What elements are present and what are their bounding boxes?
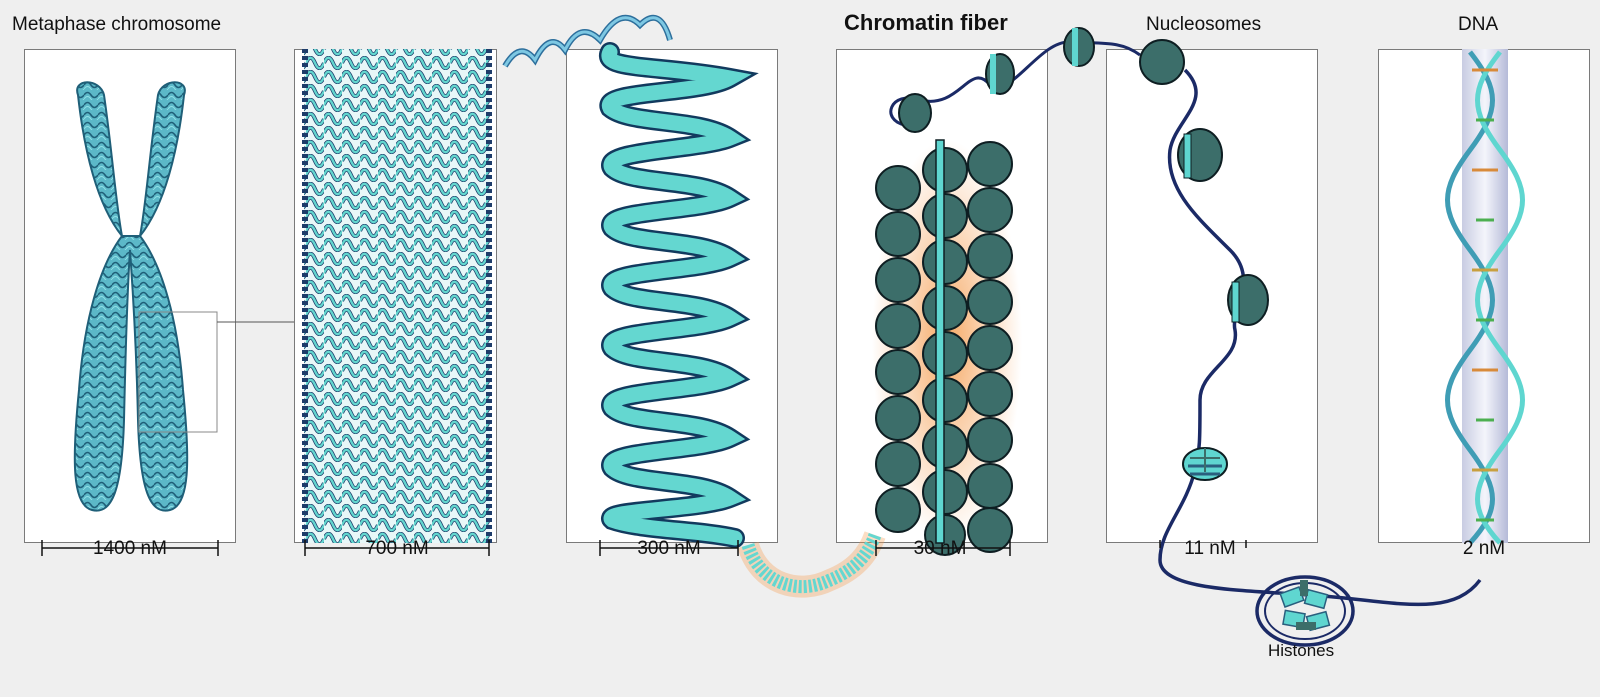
dna-title: DNA — [1458, 14, 1499, 35]
chromosome-shape — [73, 81, 294, 512]
metaphase-chromosome-title: Metaphase chromosome — [12, 14, 222, 35]
histone-octamer — [1255, 575, 1355, 647]
looped-fiber-700nm — [302, 14, 673, 543]
chromatin-fiber-title: Chromatin fiber — [844, 10, 1008, 35]
scale-label-1400nm: 1400 nM — [93, 538, 167, 559]
scale-label-2nm: 2 nM — [1462, 538, 1506, 559]
scale-label-11nm: 11 nM — [1184, 538, 1236, 559]
nucleosomes-title: Nucleosomes — [1146, 14, 1262, 35]
scale-label-30nm: 30 nM — [913, 538, 967, 559]
panel-metaphase-chromosome — [24, 49, 236, 543]
dna-double-helix — [1445, 49, 1525, 545]
histones-label: Histones — [1268, 641, 1335, 660]
scale-label-300nm: 300 nM — [637, 538, 701, 559]
scale-label-700nm: 700 nM — [365, 538, 429, 559]
zigzag-fiber-300nm — [598, 42, 886, 598]
nucleosome-string-11nm — [1158, 68, 1482, 607]
chromatin-fiber-30nm — [872, 27, 1185, 556]
scale-bars — [41, 540, 1011, 556]
